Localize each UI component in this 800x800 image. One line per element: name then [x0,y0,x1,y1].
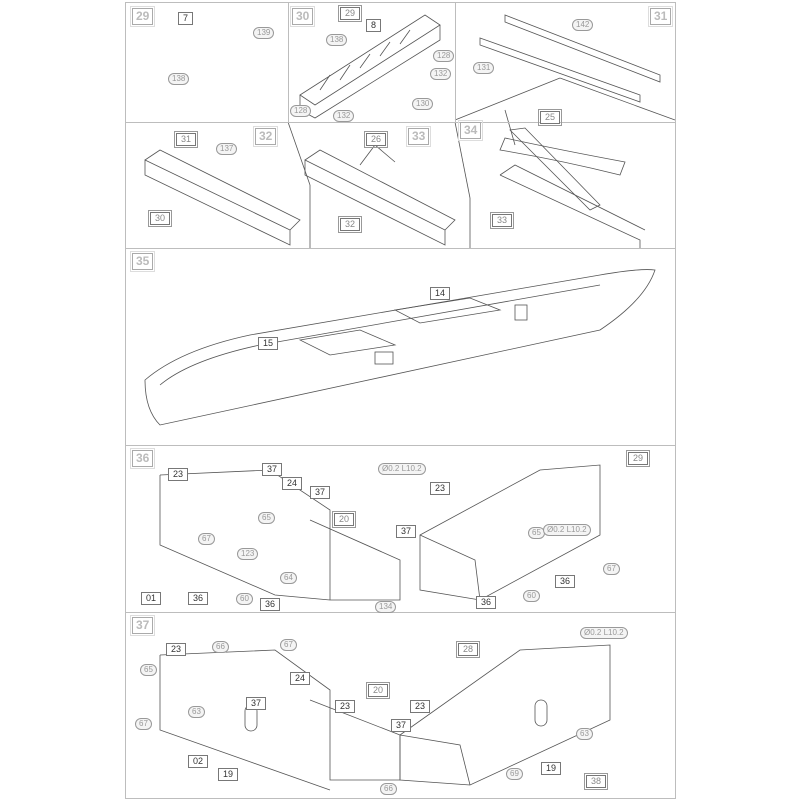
part-label: 36 [188,592,209,605]
part-label: 23 [410,700,431,713]
photoetch-label: 69 [506,768,523,780]
photoetch-label: 65 [140,664,157,676]
part-label: 24 [282,477,303,490]
part-label: 25 [537,109,563,126]
photoetch-label: 65 [258,512,275,524]
part-label: 38 [583,773,609,790]
photoetch-label: 138 [326,34,348,46]
part-label: 02 [188,755,209,768]
part-label: 26 [363,131,389,148]
step-31-panel [125,2,676,249]
photoetch-label: 123 [237,548,259,560]
part-label: 14 [430,287,451,300]
part-label: 37 [391,719,412,732]
part-label: 36 [260,598,281,611]
photoetch-label: 67 [198,533,215,545]
part-label: 28 [455,641,481,658]
photoetch-label: 128 [290,105,312,117]
step-number: 33 [405,126,432,147]
part-label: 8 [366,19,382,32]
photoetch-label: 138 [168,73,190,85]
photoetch-label: 139 [253,27,275,39]
photoetch-label: 132 [333,110,355,122]
part-label: 33 [489,212,515,229]
step-number: 37 [129,615,156,636]
part-label: 31 [173,131,199,148]
part-label: 01 [141,592,162,605]
part-label: 30 [147,210,173,227]
part-label: 29 [625,450,651,467]
step-number: 32 [252,126,279,147]
step-number: 29 [129,6,156,27]
step-37-panel [125,612,676,799]
part-label: 29 [337,5,363,22]
photoetch-label: 64 [280,572,297,584]
part-label: 37 [246,697,267,710]
part-label: 36 [476,596,497,609]
part-label: 7 [178,12,194,25]
step-number: 36 [129,448,156,469]
part-label: 32 [337,216,363,233]
wire-label: Ø0.2 L10.2 [378,463,426,475]
photoetch-label: 131 [473,62,495,74]
part-label: 23 [335,700,356,713]
photoetch-label: 67 [135,718,152,730]
photoetch-label: 67 [280,639,297,651]
step-number: 35 [129,251,156,272]
part-label: 36 [555,575,576,588]
photoetch-label: 132 [430,68,452,80]
part-label: 37 [396,525,417,538]
photoetch-label: 67 [603,563,620,575]
part-label: 23 [168,468,189,481]
photoetch-label: 134 [375,601,397,613]
photoetch-label: 66 [380,783,397,795]
part-label: 19 [541,762,562,775]
wire-label: Ø0.2 L10.2 [580,627,628,639]
wire-label: Ø0.2 L10.2 [543,524,591,536]
photoetch-label: 137 [216,143,238,155]
photoetch-label: 60 [523,590,540,602]
photoetch-label: 60 [236,593,253,605]
part-label: 37 [262,463,283,476]
step-number: 31 [647,6,674,27]
part-label: 24 [290,672,311,685]
photoetch-label: 130 [412,98,434,110]
part-label: 23 [166,643,187,656]
part-label: 37 [310,486,331,499]
step-35-panel [125,248,676,446]
part-label: 20 [331,511,357,528]
photoetch-label: 142 [572,19,594,31]
photoetch-label: 63 [188,706,205,718]
step-number: 34 [457,120,484,141]
part-label: 23 [430,482,451,495]
photoetch-label: 63 [576,728,593,740]
part-label: 19 [218,768,239,781]
photoetch-label: 66 [212,641,229,653]
part-label: 20 [365,682,391,699]
step-number: 30 [289,6,316,27]
photoetch-label: 128 [433,50,455,62]
part-label: 15 [258,337,279,350]
